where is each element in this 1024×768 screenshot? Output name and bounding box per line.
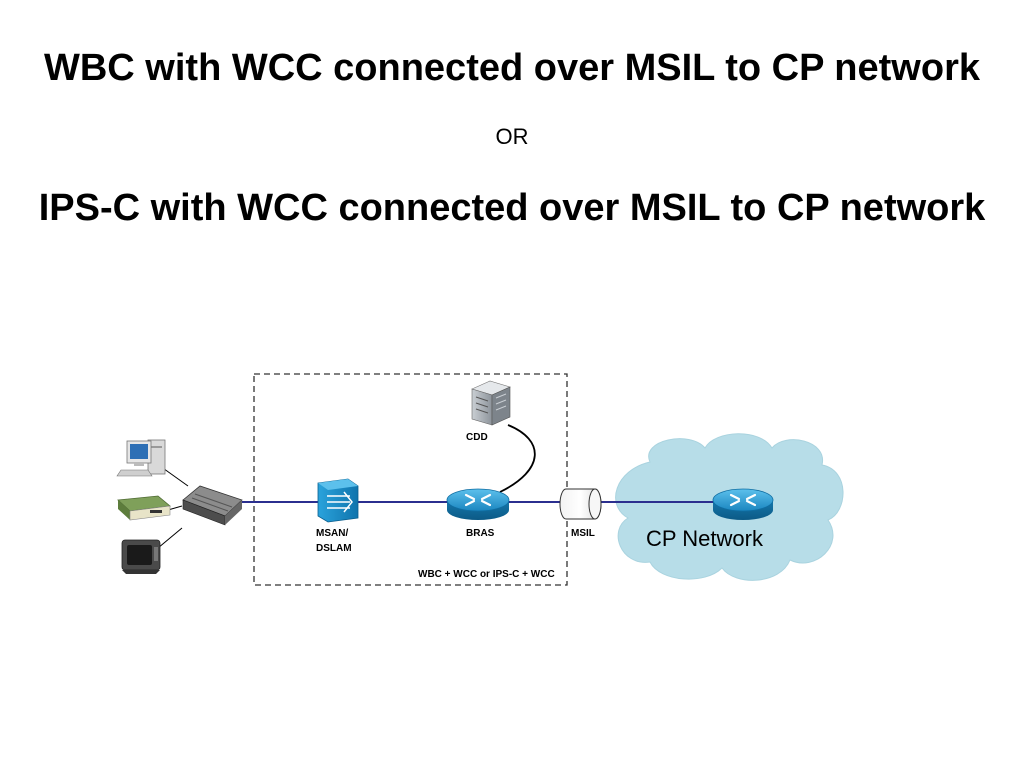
slide-title-wbc: WBC with WCC connected over MSIL to CP n… <box>44 47 980 89</box>
cp-network-router-icon <box>712 488 774 520</box>
cp-network-label: CP Network <box>646 526 764 551</box>
msil-cylinder-icon <box>559 488 602 520</box>
cdd-bras-link <box>499 424 536 493</box>
or-separator: OR <box>495 124 529 149</box>
television-icon <box>121 539 161 574</box>
desktop-computer-icon <box>116 439 166 477</box>
msan-label-line2: DSLAM <box>316 543 352 554</box>
wbc-wcc-boundary-box <box>253 373 568 586</box>
tv-modem-link <box>157 527 183 549</box>
msan-dslam-icon <box>317 478 359 523</box>
cdd-server-icon <box>471 380 511 426</box>
msil-label: MSIL <box>571 528 595 539</box>
box-caption: WBC + WCC or IPS-C + WCC <box>418 569 555 580</box>
bras-label: BRAS <box>466 528 495 539</box>
cdd-label: CDD <box>466 432 488 443</box>
stb-modem-link <box>167 505 183 511</box>
msan-label-line1: MSAN/ <box>316 528 348 539</box>
bras-router-icon <box>446 488 510 520</box>
slide-title-ips-c: IPS-C with WCC connected over MSIL to CP… <box>38 187 986 229</box>
modem-icon <box>182 485 243 526</box>
set-top-box-icon <box>117 495 171 521</box>
